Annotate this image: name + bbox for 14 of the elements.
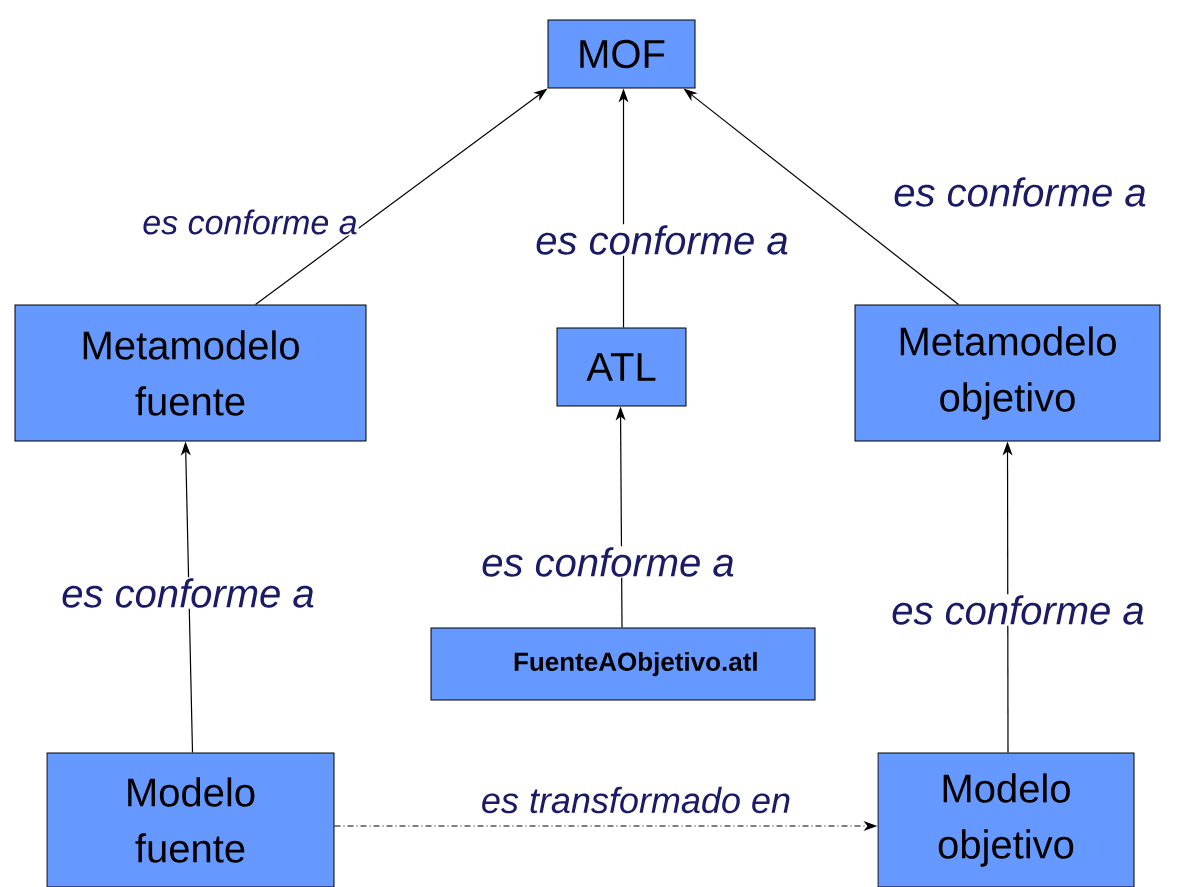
- edge-label: es conforme a: [534, 224, 790, 256]
- process-box: Metamodelo objetivo: [854, 304, 1161, 442]
- process-box: Modelo fuente: [46, 752, 335, 887]
- process-box: Metamodelo fuente: [14, 304, 367, 442]
- process-box: Modelo objetivo: [877, 752, 1135, 887]
- edge-label: es conforme a: [60, 577, 316, 609]
- process-box: FuenteAObjetivo.atl: [430, 627, 816, 701]
- process-box: ATL: [556, 327, 687, 407]
- edge-label: es conforme a: [480, 546, 736, 578]
- process-box: MOF: [547, 19, 696, 89]
- edge-label: es transformado en: [479, 785, 793, 815]
- edge-label: es conforme a: [890, 594, 1146, 626]
- edge-label: es conforme a: [141, 208, 359, 236]
- edge-label: es conforme a: [892, 176, 1148, 208]
